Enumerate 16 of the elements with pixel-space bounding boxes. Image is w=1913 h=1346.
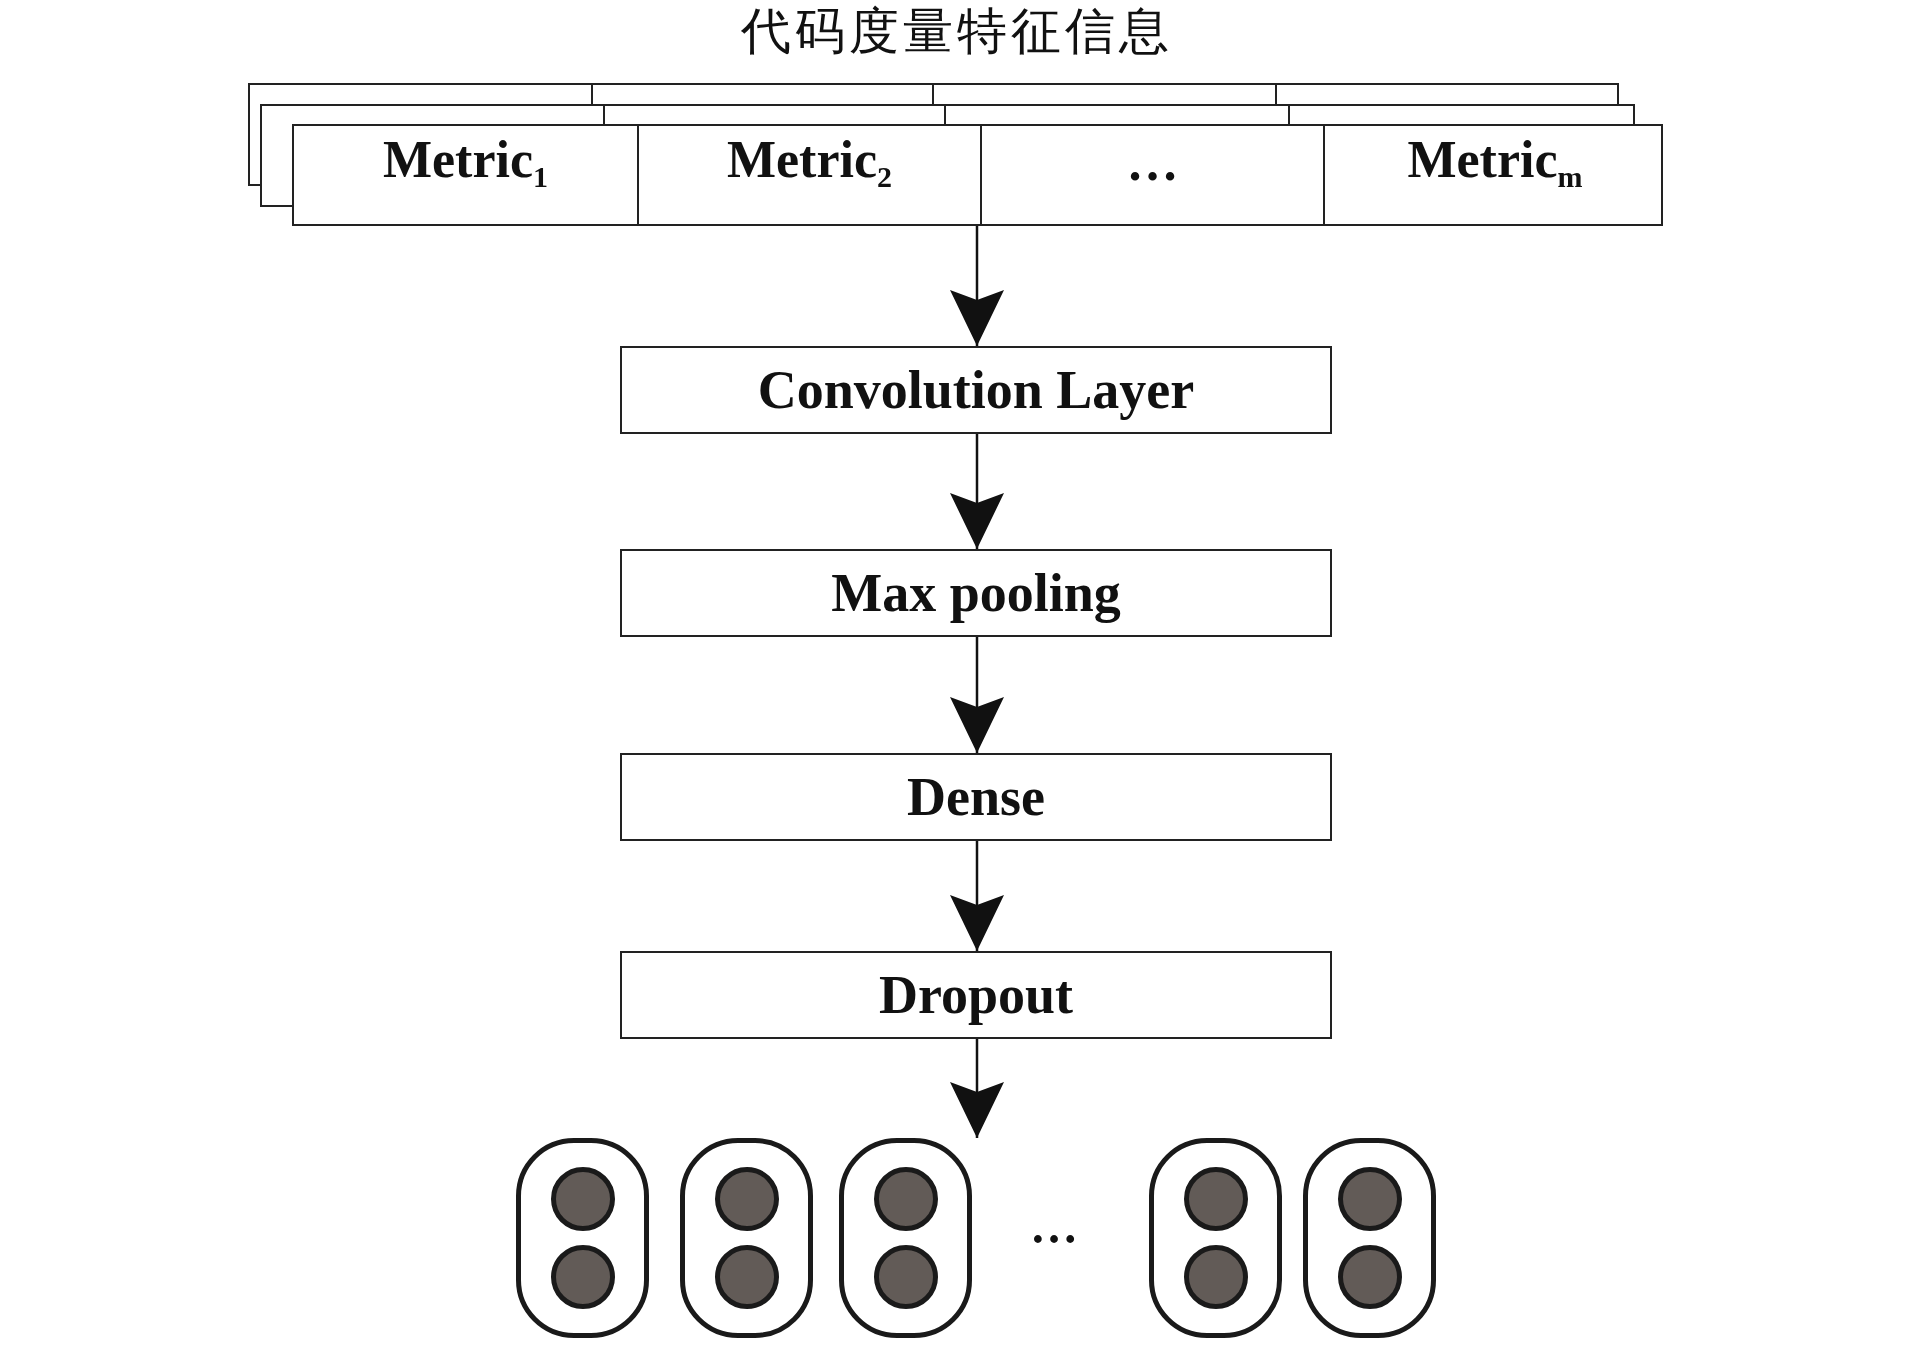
metric-cell: … xyxy=(980,126,1323,224)
metric-cell: Metric$_{m}$ xyxy=(1323,126,1665,224)
layer-box: Convolution Layer xyxy=(620,346,1332,434)
arrow xyxy=(950,1039,1004,1138)
metric-cell: Metric$_{1}$ xyxy=(294,126,637,224)
arrow xyxy=(950,434,1004,549)
layer-box: Max pooling xyxy=(620,549,1332,637)
ellipsis-label: … xyxy=(1030,1198,1078,1254)
metric-row xyxy=(292,124,1663,226)
layer-box: Dense xyxy=(620,753,1332,841)
arrow xyxy=(950,226,1004,346)
layer-box: Dropout xyxy=(620,951,1332,1039)
arrow xyxy=(950,637,1004,753)
metric-cell: Metric$_{2}$ xyxy=(637,126,980,224)
diagram-title: 代码度量特征信息 xyxy=(739,1,1174,62)
arrow xyxy=(950,841,1004,951)
